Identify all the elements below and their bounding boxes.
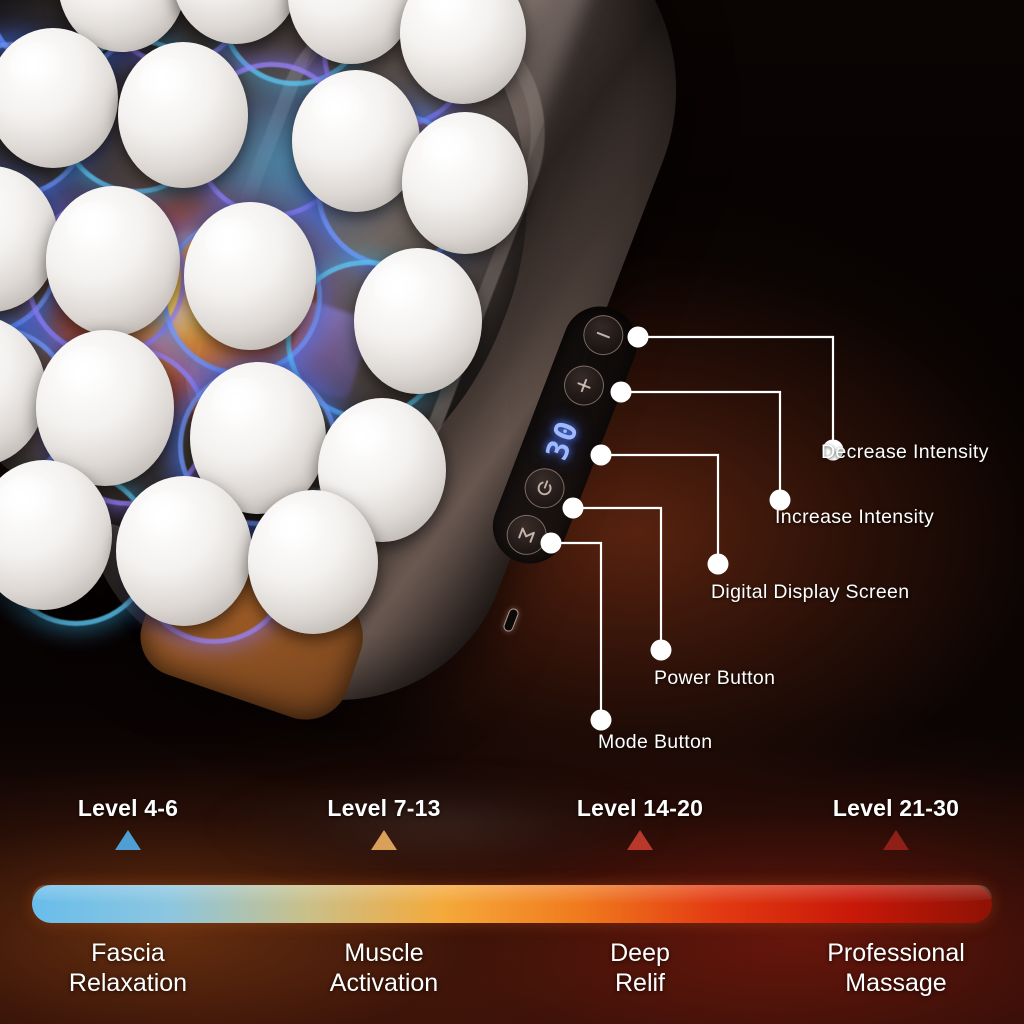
mode-name-line1: Professional xyxy=(827,939,965,967)
increase-intensity-button[interactable] xyxy=(558,359,610,412)
massage-node xyxy=(118,42,248,188)
callout-dot xyxy=(627,326,649,348)
mode-name-line1: Deep xyxy=(610,939,670,967)
callout-dot xyxy=(610,381,632,403)
callout-dot xyxy=(540,532,562,554)
massage-node xyxy=(116,476,252,626)
massage-node xyxy=(46,186,180,336)
background-smoke-wisp xyxy=(180,740,800,910)
callout-dot xyxy=(707,553,729,575)
control-panel: 30 xyxy=(482,295,648,575)
intensity-legend: Level 4-6 Level 7-13 Level 14-20 Level 2… xyxy=(0,789,1024,1024)
level-marker-triangle xyxy=(627,830,653,850)
massage-node xyxy=(0,28,118,168)
massage-node xyxy=(36,330,174,486)
level-cell: Level 4-6 xyxy=(0,795,256,873)
callout-label-decrease-intensity: Decrease Intensity xyxy=(821,441,989,463)
intensity-gradient-bar-wrap xyxy=(32,885,992,923)
callout-dot xyxy=(590,444,612,466)
level-range-label: Level 21-30 xyxy=(832,795,960,821)
level-range-label: Level 4-6 xyxy=(77,795,179,821)
power-button[interactable] xyxy=(518,462,571,515)
power-icon xyxy=(532,475,558,501)
level-marker-triangle xyxy=(115,830,141,850)
callout-dot xyxy=(650,639,672,661)
mode-cell: Professional Massage xyxy=(768,939,1024,998)
mode-button[interactable] xyxy=(500,509,553,561)
massage-node xyxy=(354,248,482,394)
callout-label-digital-display-screen: Digital Display Screen xyxy=(711,581,910,603)
plus-icon xyxy=(571,373,597,399)
mode-name-line2: Massage xyxy=(845,968,947,997)
massage-node xyxy=(402,112,528,254)
mode-cell: Muscle Activation xyxy=(256,939,512,998)
decrease-intensity-button[interactable] xyxy=(577,309,630,361)
callout-dot xyxy=(822,439,844,461)
massage-node xyxy=(0,460,112,610)
mode-cell: Fascia Relaxation xyxy=(0,939,256,998)
massage-node xyxy=(184,202,316,350)
level-range-label: Level 7-13 xyxy=(327,795,441,821)
callout-dot xyxy=(590,709,612,731)
level-cell: Level 7-13 xyxy=(256,795,512,873)
massage-node xyxy=(248,490,378,634)
mode-name-line2: Activation xyxy=(329,968,439,997)
mode-cell: Deep Relif xyxy=(512,939,768,998)
minus-icon xyxy=(590,322,616,348)
callout-dot xyxy=(769,489,791,511)
mode-name-row: Fascia Relaxation Muscle Activation Deep… xyxy=(0,939,1024,998)
callout-label-power-button: Power Button xyxy=(654,667,776,689)
level-range-label: Level 14-20 xyxy=(576,795,704,821)
level-marker-triangle xyxy=(371,830,397,850)
mode-icon xyxy=(514,522,540,548)
intensity-gradient-bar xyxy=(32,885,992,923)
mode-name-line2: Relif xyxy=(614,968,665,997)
mode-name-line2: Relaxation xyxy=(68,968,188,997)
massage-gun-device xyxy=(0,0,760,810)
background-bottom-warm-glow xyxy=(0,724,1024,1024)
massage-node xyxy=(292,70,420,212)
level-range-row: Level 4-6 Level 7-13 Level 14-20 Level 2… xyxy=(0,795,1024,873)
callout-label-increase-intensity: Increase Intensity xyxy=(775,506,935,528)
level-cell: Level 14-20 xyxy=(512,795,768,873)
level-marker-triangle xyxy=(883,830,909,850)
level-cell: Level 21-30 xyxy=(768,795,1024,873)
mode-name-line1: Fascia xyxy=(91,939,165,967)
mode-name-line1: Muscle xyxy=(344,939,424,967)
callout-label-mode-button: Mode Button xyxy=(598,731,713,753)
callout-dot xyxy=(562,497,584,519)
